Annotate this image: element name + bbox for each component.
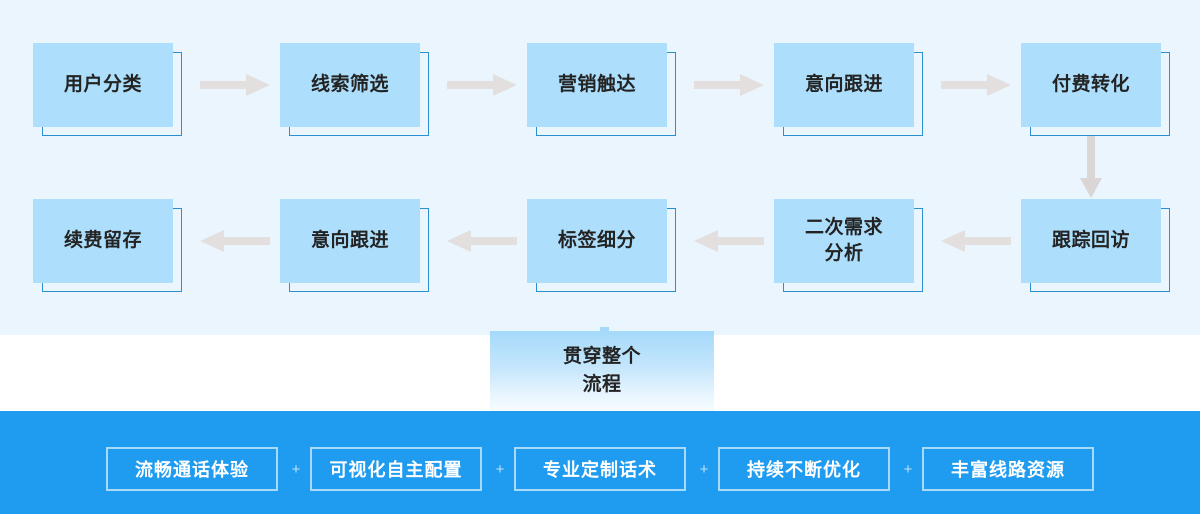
- flow-node-label: 意向跟进: [310, 230, 389, 252]
- flow-node-row2-5[interactable]: 跟踪回访: [1021, 199, 1170, 292]
- node-fill: 续费留存: [33, 199, 173, 283]
- node-fill: 用户分类: [33, 43, 173, 127]
- node-fill: 跟踪回访: [1021, 199, 1161, 283]
- through-box[interactable]: 贯穿整个 流程: [490, 331, 714, 411]
- node-fill: 标签细分: [527, 199, 667, 283]
- flow-node-row2-1[interactable]: 续费留存: [33, 199, 182, 292]
- flow-node-row2-4[interactable]: 二次需求 分析: [774, 199, 923, 292]
- arrow-down-icon-connector: [1080, 136, 1102, 198]
- flow-node-row1-3[interactable]: 营销触达: [527, 43, 676, 136]
- feature-chip-2[interactable]: 可视化自主配置: [310, 447, 482, 491]
- flow-node-label: 跟踪回访: [1051, 230, 1130, 252]
- node-fill: 付费转化: [1021, 43, 1161, 127]
- arrow-left-icon-1: [200, 230, 270, 252]
- flow-node-label: 用户分类: [63, 74, 142, 96]
- arrow-left-icon-2: [447, 230, 517, 252]
- feature-chip-label: 丰富线路资源: [951, 460, 1065, 480]
- arrow-right-icon-1: [200, 74, 270, 96]
- flow-node-row1-5[interactable]: 付费转化: [1021, 43, 1170, 136]
- node-fill: 意向跟进: [280, 199, 420, 283]
- flow-node-row1-4[interactable]: 意向跟进: [774, 43, 923, 136]
- flow-node-label: 意向跟进: [804, 74, 883, 96]
- feature-chip-3[interactable]: 专业定制话术: [514, 447, 686, 491]
- flow-node-label: 营销触达: [557, 74, 636, 96]
- through-box-label: 贯穿整个 流程: [562, 346, 641, 395]
- feature-separator-3: +: [699, 460, 709, 478]
- flow-node-row1-1[interactable]: 用户分类: [33, 43, 182, 136]
- arrow-right-icon-3: [694, 74, 764, 96]
- arrow-right-icon-2: [447, 74, 517, 96]
- feature-chip-label: 流畅通话体验: [135, 460, 249, 480]
- node-fill: 线索筛选: [280, 43, 420, 127]
- feature-separator-2: +: [495, 460, 505, 478]
- feature-chip-label: 持续不断优化: [747, 460, 861, 480]
- feature-chip-1[interactable]: 流畅通话体验: [106, 447, 278, 491]
- feature-chip-5[interactable]: 丰富线路资源: [922, 447, 1094, 491]
- flow-node-row2-2[interactable]: 意向跟进: [280, 199, 429, 292]
- feature-separator-1: +: [291, 460, 301, 478]
- background-band-blue: [0, 411, 1200, 514]
- arrow-left-icon-3: [694, 230, 764, 252]
- feature-chip-4[interactable]: 持续不断优化: [718, 447, 890, 491]
- flow-node-row2-3[interactable]: 标签细分: [527, 199, 676, 292]
- flow-node-label: 二次需求 分析: [804, 217, 883, 264]
- arrow-left-icon-4: [941, 230, 1011, 252]
- feature-separator-4: +: [903, 460, 913, 478]
- flow-node-label: 线索筛选: [310, 74, 389, 96]
- node-fill: 意向跟进: [774, 43, 914, 127]
- flow-node-label: 标签细分: [557, 230, 636, 252]
- node-fill: 营销触达: [527, 43, 667, 127]
- flow-node-label: 付费转化: [1051, 74, 1130, 96]
- arrow-right-icon-4: [941, 74, 1011, 96]
- flow-node-label: 续费留存: [63, 230, 142, 252]
- through-box-connector-stub: [600, 327, 609, 331]
- node-fill: 二次需求 分析: [774, 199, 914, 283]
- flow-node-row1-2[interactable]: 线索筛选: [280, 43, 429, 136]
- feature-chip-label: 专业定制话术: [543, 460, 657, 480]
- feature-chip-label: 可视化自主配置: [329, 460, 463, 480]
